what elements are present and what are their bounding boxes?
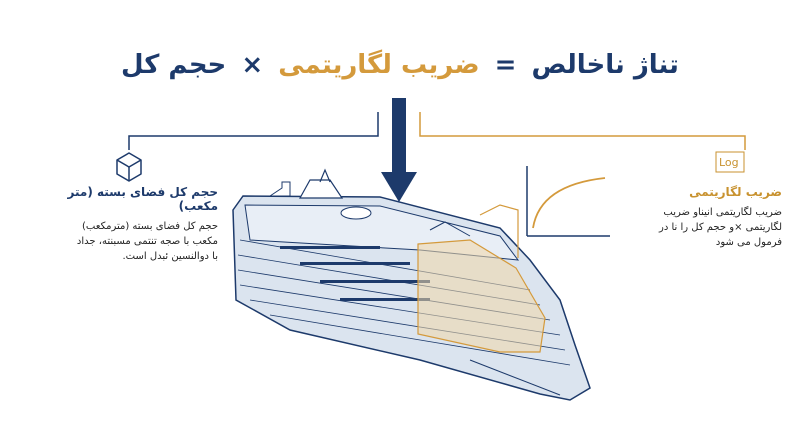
total-volume-description: حجم کل فضای بسته (مترمکعب) مکعب با صجه ت… [30,219,218,264]
log-coefficient-description: ضریب لگاریتمی انیناو ضریب لگاریتمی ×و حج… [632,205,782,250]
total-volume-title: حجم کل فضای بسته (متر مکعب) [67,185,218,213]
formula-volume: حجم کل [121,50,227,80]
volume-connector-line [128,112,379,150]
total-volume-line: حجم کل فضای بسته (مترمکعب) [82,221,218,232]
log-graph [526,151,745,237]
formula-title: تناژ ناخالص = ضریب لگاریتمی × حجم کل [0,50,800,80]
total-volume-panel: حجم کل فضای بسته (متر مکعب) حجم کل فضای … [30,185,218,264]
formula-coefficient: ضریب لگاریتمی [278,50,480,80]
total-volume-line: مکعب با صجه تنتمی مسبنته، جداد [76,236,218,247]
down-arrow-icon [381,98,417,202]
log-coefficient-title: ضریب لگاریتمی [689,185,782,199]
log-coefficient-line: ضریب لگاریتمی انیناو ضریب [663,207,782,218]
cube-icon [116,152,142,182]
formula-result: تناژ ناخالص [531,50,679,80]
total-volume-line: با دوالنسین ئبدل است. [122,251,218,262]
log-coefficient-panel: ضریب لگاریتمی ضریب لگاریتمی انیناو ضریب … [632,185,782,250]
log-coefficient-line: فرمول می شود [715,237,782,248]
cruise-ship [232,168,591,401]
coefficient-connector-line [419,112,746,150]
log-coefficient-line: لگاریتمی ×و حجم کل را نا در [659,222,782,233]
log-label: Log [719,156,739,169]
formula-times: × [241,50,264,80]
formula-equals: = [494,50,517,80]
